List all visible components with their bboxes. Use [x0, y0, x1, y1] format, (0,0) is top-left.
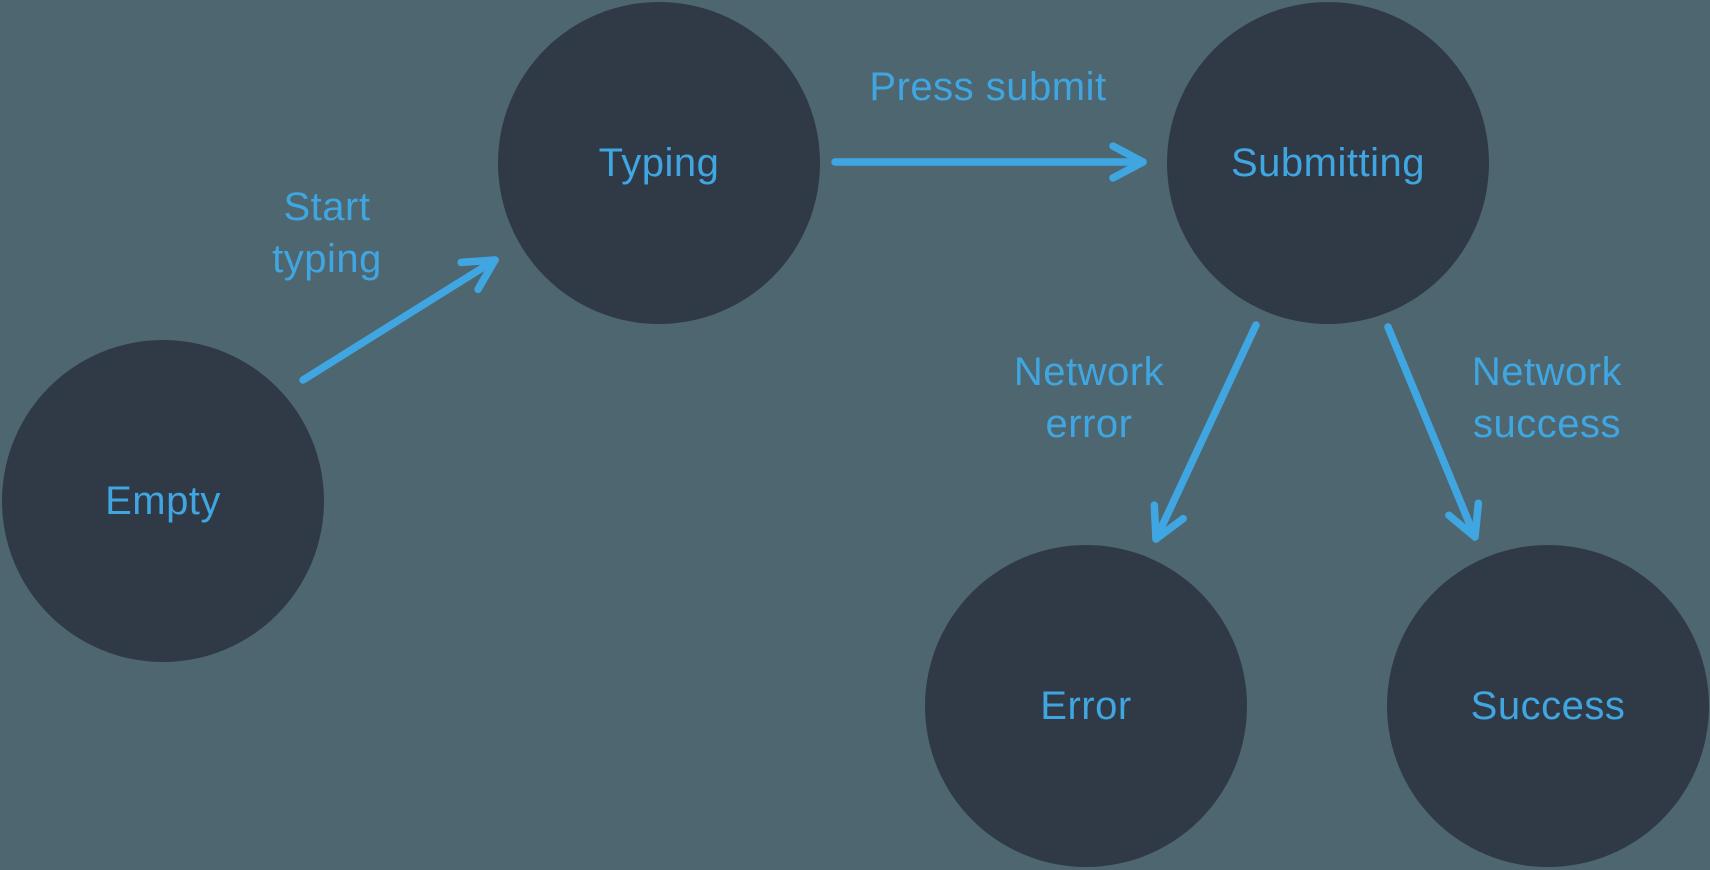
state-node-error: Error: [925, 545, 1247, 867]
state-node-success-label: Success: [1470, 683, 1626, 728]
state-node-submitting: Submitting: [1167, 2, 1489, 324]
state-node-empty-label: Empty: [105, 478, 221, 523]
state-node-submitting-label: Submitting: [1231, 140, 1425, 185]
state-node-success: Success: [1387, 545, 1709, 867]
edge-label-press-submit: Press submit: [869, 65, 1107, 109]
edge-arrow-press-submit: [831, 142, 1147, 182]
edge-label-network-error: Network error: [1013, 350, 1165, 446]
state-node-error-label: Error: [1040, 683, 1132, 728]
state-node-empty: Empty: [2, 340, 324, 662]
state-node-typing-label: Typing: [598, 140, 720, 185]
edge-label-network-success: Network success: [1471, 350, 1623, 446]
edge-label-start-typing: Start typing: [272, 185, 382, 281]
state-node-typing: Typing: [498, 2, 820, 324]
